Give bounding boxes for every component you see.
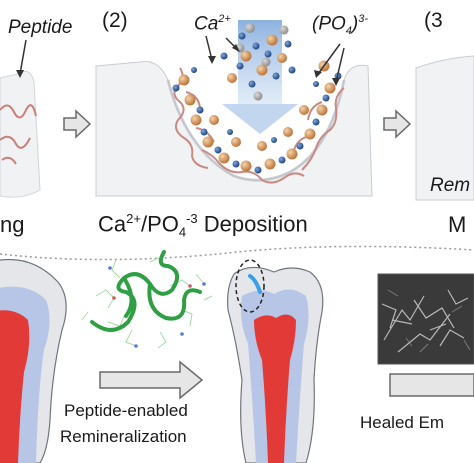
panel-separator-dotted: [0, 245, 474, 261]
caption-po-subscript: 4: [178, 224, 187, 240]
phosphate-open: (PO: [312, 13, 346, 35]
caption-remineralization: Remineralization: [60, 427, 187, 446]
remineralized-spot: [248, 274, 262, 294]
damaged-tooth: [0, 258, 67, 463]
phosphate-charge: 3-: [358, 13, 369, 25]
step1-caption: ng: [0, 212, 25, 237]
step1-pointer-arrowhead: [16, 70, 24, 78]
arrow-1-to-2: [63, 109, 92, 139]
step3-inner-label: Rem: [430, 175, 471, 196]
sem-micrograph: [377, 273, 474, 365]
step3-panel: [415, 55, 474, 201]
phosphate-close: ): [351, 13, 359, 35]
caption-healed: Healed Em: [360, 413, 445, 432]
step1-panel: [0, 39, 41, 198]
calcium-symbol: Ca: [194, 13, 219, 35]
calcium-charge: 2+: [218, 13, 231, 25]
gray-ions: [235, 23, 289, 101]
step2-caption: Ca2+/PO4-3 Deposition: [98, 212, 308, 239]
arrow-remineralization: [99, 360, 204, 400]
caption-po-charge: -3: [186, 211, 198, 226]
label-calcium-ion: Ca2+: [194, 13, 231, 35]
phosphate-subscript: 4: [345, 25, 352, 38]
caption-po: /PO: [140, 211, 179, 237]
peptide-backbone: [90, 250, 202, 332]
peptide-molecule: [81, 250, 213, 349]
caption-deposition: Deposition: [197, 211, 308, 237]
caption-peptide-enabled: Peptide-enabled: [64, 401, 188, 420]
step1-enamel-surface: [0, 70, 41, 198]
label-phosphate-ion: (PO4)3-: [312, 14, 368, 37]
arrow-healed: [389, 373, 474, 397]
arrow-2-to-3: [383, 109, 412, 139]
caption-ca-charge: 2+: [126, 211, 141, 226]
step2-number: (2): [102, 9, 128, 32]
step2-cavity-shadow: [166, 79, 346, 182]
label-pointer-arrows: [205, 35, 345, 86]
step3-healed-surface: [415, 55, 474, 201]
step1-peptide-coil: [0, 104, 37, 165]
highlight-dashed-oval: [235, 259, 265, 313]
label-peptide: Peptide: [8, 17, 73, 38]
tooth1-pulp: [0, 310, 30, 463]
ion-beam-head: [222, 104, 298, 134]
step1-pointer-arrow: [19, 39, 27, 75]
step3-caption: M: [448, 212, 467, 237]
calcium-ions: [178, 34, 336, 172]
ion-beam: [238, 20, 282, 104]
treated-tooth: [227, 259, 324, 463]
step3-number: (3: [424, 9, 443, 32]
step2-panel: [95, 20, 373, 197]
tooth2-pulp: [254, 314, 296, 463]
caption-ca: Ca: [98, 211, 127, 237]
